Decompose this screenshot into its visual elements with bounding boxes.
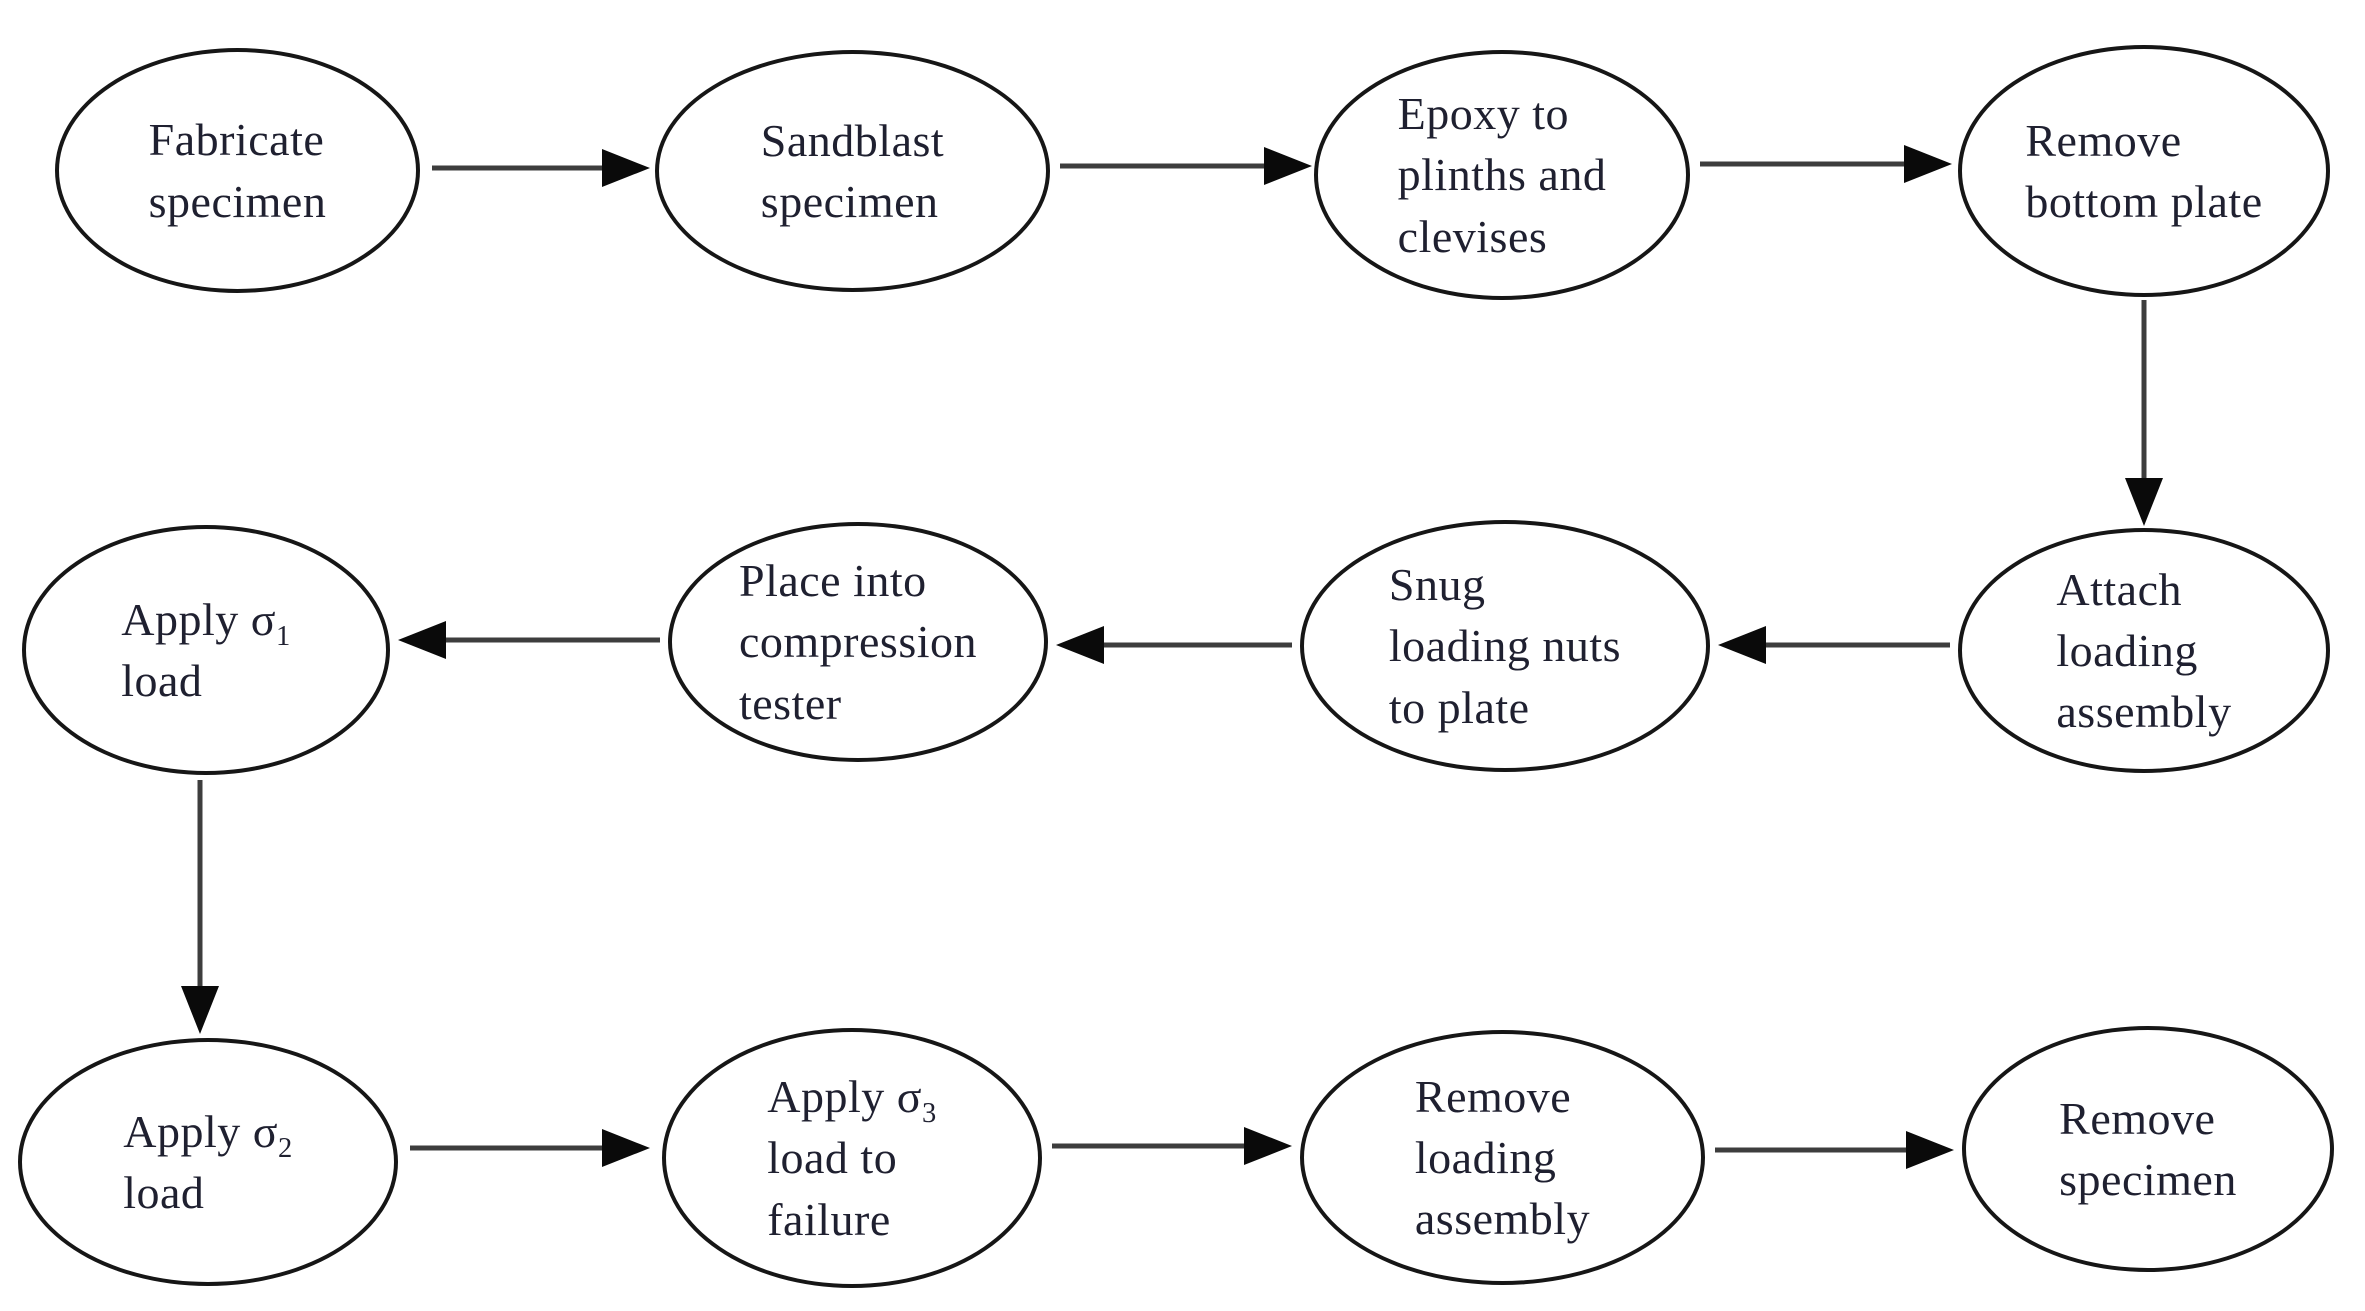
node-label: Apply σ3 load to failure	[767, 1071, 937, 1245]
sigma-subscript: 1	[276, 621, 291, 653]
arrow-attach-assembly-to-snug-nuts	[1718, 626, 1950, 664]
node-label: Place into compression tester	[738, 555, 977, 729]
node-remove-loading-assembly: Remove loading assembly	[1300, 1030, 1705, 1285]
node-remove-bottom-plate: Remove bottom plate	[1958, 45, 2330, 297]
arrow-remove-bottom-plate-to-attach-assembly	[2125, 300, 2163, 526]
node-apply-sigma2-load: Apply σ2 load	[18, 1038, 398, 1286]
node-label: Epoxy to plinths and clevises	[1397, 88, 1607, 262]
node-label: Remove bottom plate	[2025, 114, 2263, 227]
node-label: Snug loading nuts to plate	[1388, 559, 1622, 733]
node-label: Attach loading assembly	[2056, 563, 2232, 738]
node-label: Remove loading assembly	[1414, 1070, 1591, 1245]
arrow-sigma3-to-remove-assembly	[1052, 1127, 1292, 1165]
arrow-fabricate-to-sandblast	[432, 149, 650, 187]
node-remove-specimen: Remove specimen	[1962, 1026, 2334, 1272]
node-label: Fabricate specimen	[148, 114, 327, 227]
node-apply-sigma1-load: Apply σ1 load	[22, 525, 390, 775]
node-place-compression-tester: Place into compression tester	[668, 522, 1048, 762]
sigma-subscript: 2	[278, 1133, 293, 1165]
node-fabricate-specimen: Fabricate specimen	[55, 48, 420, 293]
arrow-compression-tester-to-sigma1	[398, 621, 660, 659]
node-label: Remove specimen	[2059, 1092, 2237, 1205]
node-attach-loading-assembly: Attach loading assembly	[1958, 528, 2330, 773]
arrow-snug-nuts-to-compression-tester	[1056, 626, 1292, 664]
node-snug-loading-nuts: Snug loading nuts to plate	[1300, 520, 1710, 772]
arrow-epoxy-to-remove-bottom-plate	[1700, 145, 1952, 183]
sigma-subscript: 3	[922, 1098, 937, 1130]
arrow-remove-assembly-to-remove-specimen	[1715, 1131, 1954, 1169]
node-sandblast-specimen: Sandblast specimen	[655, 50, 1050, 292]
node-epoxy-plinths-clevises: Epoxy to plinths and clevises	[1314, 50, 1690, 300]
arrow-sandblast-to-epoxy	[1060, 147, 1312, 185]
node-apply-sigma3-load: Apply σ3 load to failure	[662, 1028, 1042, 1288]
node-label: Apply σ1 load	[121, 593, 291, 706]
arrow-sigma2-to-sigma3	[410, 1129, 650, 1167]
arrow-sigma1-to-sigma2	[181, 780, 219, 1034]
node-label: Apply σ2 load	[123, 1105, 293, 1218]
node-label: Sandblast specimen	[760, 114, 945, 227]
